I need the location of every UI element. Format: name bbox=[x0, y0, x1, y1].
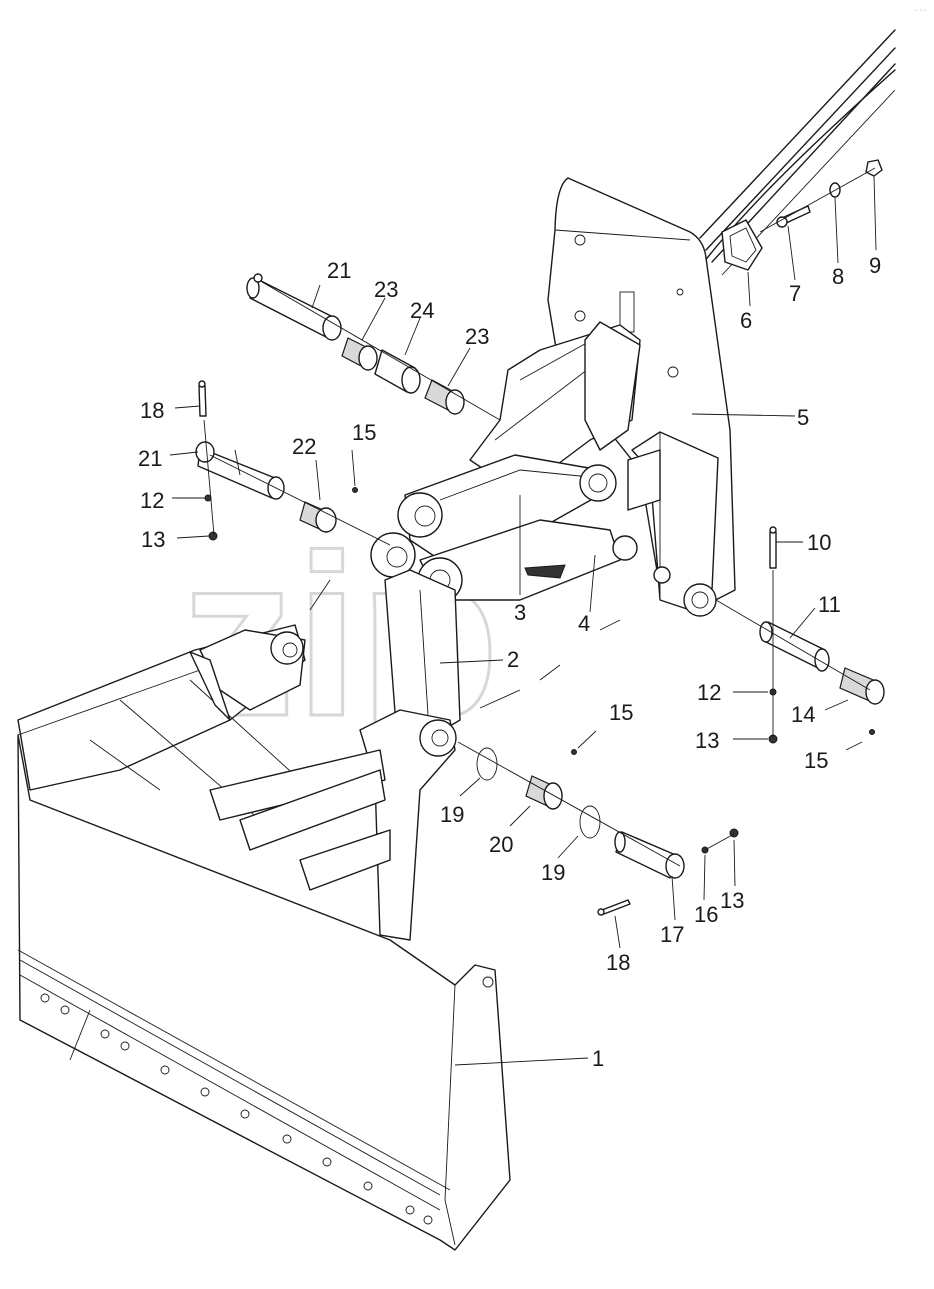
callout-15-center: 15 bbox=[609, 700, 633, 725]
callout-9: 9 bbox=[869, 253, 881, 278]
blade bbox=[17, 734, 511, 1251]
callout-11: 11 bbox=[818, 592, 841, 617]
side-bracket bbox=[627, 431, 719, 617]
part-21-upper-pin bbox=[246, 273, 342, 341]
blade-frame bbox=[17, 624, 391, 891]
part-11-pin bbox=[759, 621, 830, 672]
callout-16: 16 bbox=[694, 902, 718, 927]
callout-14: 14 bbox=[791, 702, 815, 727]
part-24-spacer bbox=[374, 349, 421, 394]
part-14-bush bbox=[839, 667, 885, 705]
callout-13-left: 13 bbox=[141, 527, 165, 552]
callout-20: 20 bbox=[489, 832, 513, 857]
callout-19-right: 19 bbox=[541, 860, 565, 885]
callout-22: 22 bbox=[292, 434, 316, 459]
callout-17: 17 bbox=[660, 922, 684, 947]
blade-bolt-holes bbox=[40, 993, 433, 1225]
part-20-bush bbox=[525, 775, 563, 810]
callout-13-right: 13 bbox=[695, 728, 719, 753]
callout-19-left: 19 bbox=[440, 802, 464, 827]
push-arm-rails bbox=[699, 29, 896, 276]
callout-12-right: 12 bbox=[697, 680, 721, 705]
callout-8: 8 bbox=[832, 264, 844, 289]
callout-15-right: 15 bbox=[804, 748, 828, 773]
upper-brace bbox=[469, 321, 641, 481]
part-18-bolt-lower bbox=[597, 899, 631, 916]
callout-3: 3 bbox=[514, 600, 526, 625]
part-7-8-9-bolt-set bbox=[776, 159, 883, 228]
callout-21-upper: 21 bbox=[327, 258, 351, 283]
part-22-bush bbox=[299, 501, 337, 533]
leader-lines bbox=[169, 175, 877, 1066]
part-6-bush bbox=[721, 219, 763, 271]
callout-7: 7 bbox=[789, 281, 801, 306]
part-10-bolt bbox=[769, 526, 777, 569]
callout-4: 4 bbox=[578, 611, 590, 636]
callout-21-lower: 21 bbox=[138, 446, 162, 471]
corner-mark: ·· ··· bbox=[913, 7, 927, 14]
callout-10: 10 bbox=[807, 530, 831, 555]
post bbox=[359, 569, 461, 941]
callout-24: 24 bbox=[410, 298, 434, 323]
axis-lines bbox=[203, 167, 876, 867]
part-18-bolt-upper bbox=[198, 380, 207, 417]
callout-6: 6 bbox=[740, 308, 752, 333]
callout-18-lower: 18 bbox=[606, 950, 630, 975]
part-23-bush-left bbox=[341, 337, 378, 371]
part-17-pin bbox=[614, 831, 685, 879]
callout-18-upper: 18 bbox=[140, 398, 164, 423]
part-21-lower-pin bbox=[195, 441, 285, 500]
callout-2: 2 bbox=[507, 647, 519, 672]
callout-12-left: 12 bbox=[140, 488, 164, 513]
callout-1: 1 bbox=[592, 1046, 604, 1071]
callout-23-left: 23 bbox=[374, 277, 398, 302]
part-16-13-washer-nut bbox=[701, 828, 739, 854]
callouts: 1 2 3 4 5 6 7 8 9 10 11 12 13 14 15 15 1… bbox=[138, 253, 881, 1071]
callout-13-lower: 13 bbox=[720, 888, 744, 913]
part-15-fittings bbox=[352, 487, 875, 755]
callout-5: 5 bbox=[797, 405, 809, 430]
callout-15-upper: 15 bbox=[352, 420, 376, 445]
part-23-bush-right bbox=[424, 379, 465, 415]
callout-23-right: 23 bbox=[465, 324, 489, 349]
